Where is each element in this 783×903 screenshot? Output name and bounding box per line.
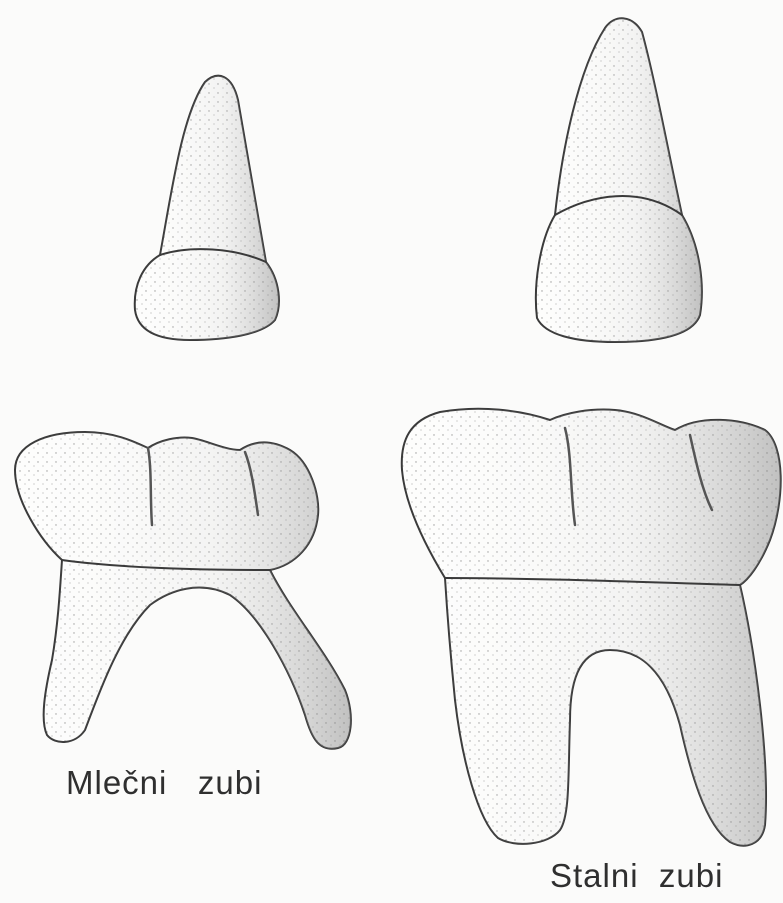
milk-molar xyxy=(15,432,351,749)
permanent-teeth-caption: Stalni zubi xyxy=(550,857,723,895)
permanent-molar xyxy=(402,409,781,846)
milk-incisor xyxy=(135,76,279,340)
milk-teeth-caption: Mlečni zubi xyxy=(66,764,262,802)
permanent-incisor xyxy=(536,18,702,342)
